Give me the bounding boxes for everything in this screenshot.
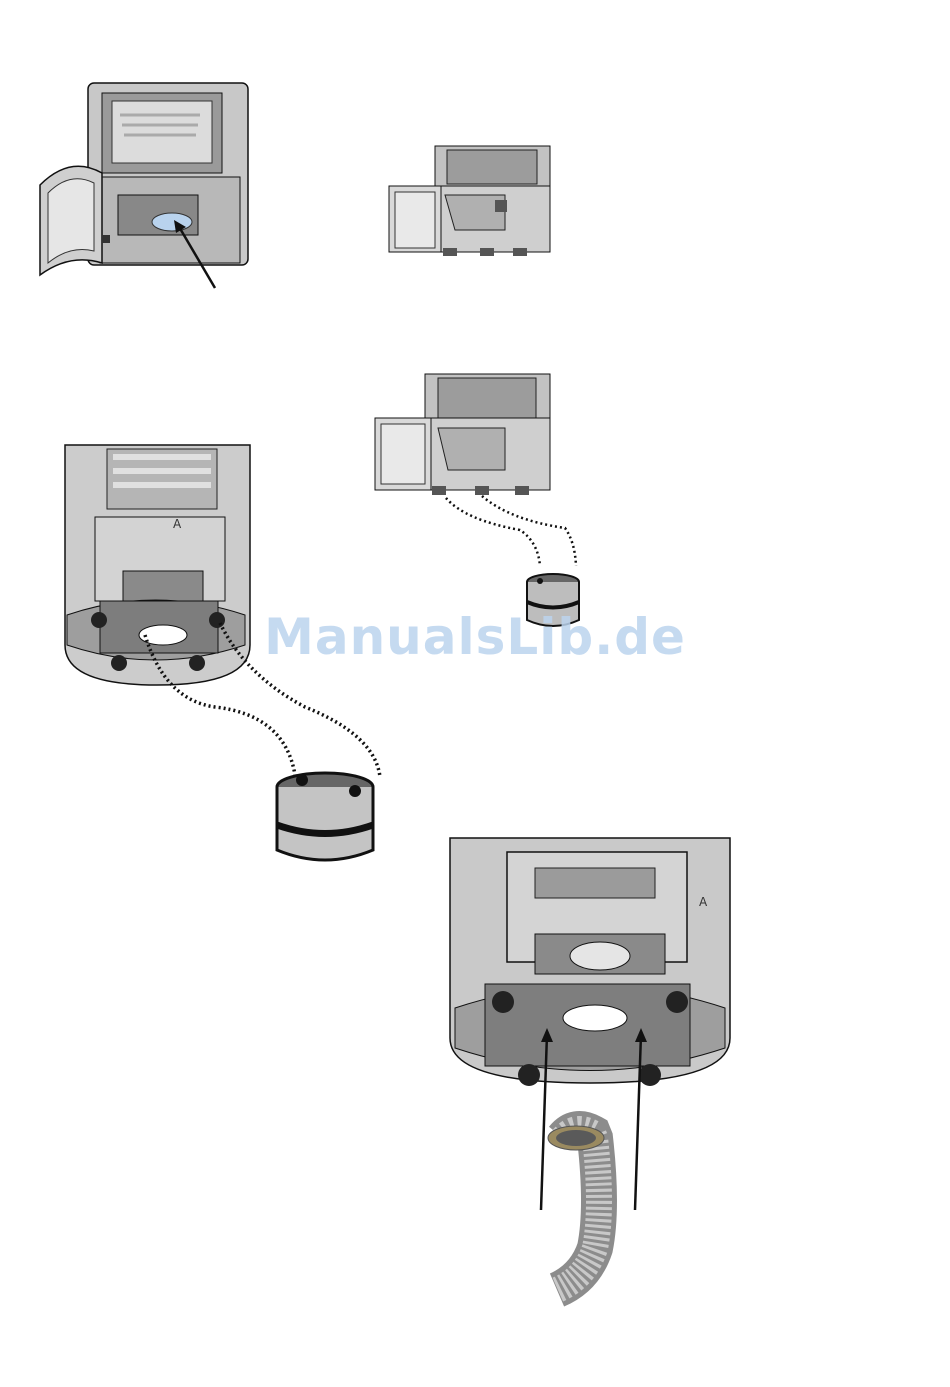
label-a: A bbox=[699, 895, 708, 909]
figure-stove-door-open bbox=[30, 75, 270, 295]
figure-stove-front-connector bbox=[370, 370, 585, 635]
figure-stove-front-small bbox=[385, 140, 560, 265]
figure-stove-bottom-hose: A bbox=[445, 838, 740, 1298]
watermark: ManualsLib.de bbox=[0, 608, 950, 666]
label-a: A bbox=[173, 517, 182, 531]
